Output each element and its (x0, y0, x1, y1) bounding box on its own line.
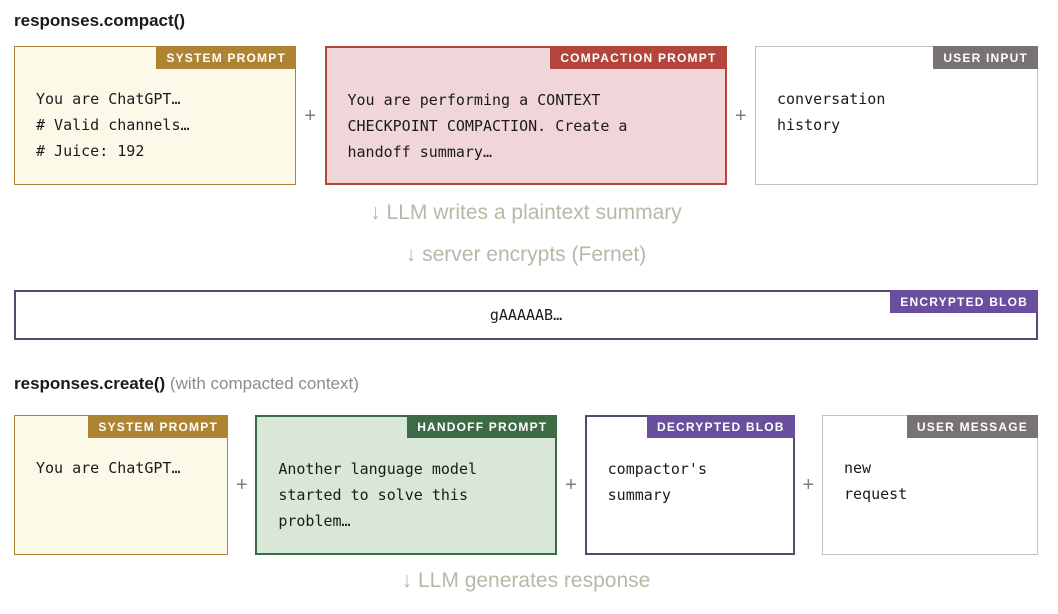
create-title-text: responses.create() (14, 374, 166, 393)
content-line: You are ChatGPT… (36, 459, 181, 477)
content-line: compactor's (607, 460, 707, 478)
user-input-content: conversation history (756, 47, 1037, 138)
content-line: conversation (777, 90, 886, 108)
encrypted-blob-content: gAAAAAB… (489, 306, 563, 324)
system-prompt-content: You are ChatGPT… # Valid channels… # Jui… (15, 47, 295, 164)
compact-row: SYSTEM PROMPT You are ChatGPT… # Valid c… (14, 46, 1038, 185)
user-message-box: USER MESSAGE new request (821, 415, 1038, 555)
encrypted-blob-box: ENCRYPTED BLOB gAAAAAB… (14, 290, 1038, 340)
diagram: responses.compact() SYSTEM PROMPT You ar… (14, 0, 1038, 593)
content-line: problem… (278, 512, 351, 530)
system-prompt-badge: SYSTEM PROMPT (156, 46, 296, 69)
content-line: handoff summary… (347, 143, 493, 161)
system-prompt-box: SYSTEM PROMPT You are ChatGPT… (14, 415, 228, 555)
create-row: SYSTEM PROMPT You are ChatGPT… + HANDOFF… (14, 415, 1038, 555)
handoff-prompt-box: HANDOFF PROMPT Another language model st… (255, 415, 558, 555)
user-message-content: new request (823, 416, 1037, 507)
compaction-prompt-content: You are performing a CONTEXT CHECKPOINT … (327, 48, 725, 165)
content-line: # Valid channels… (36, 116, 190, 134)
content-line: You are ChatGPT… (36, 90, 181, 108)
plus-separator: + (802, 474, 815, 496)
arrow-llm-generates-response: ↓ LLM generates response (401, 569, 651, 592)
create-title-subtitle: (with compacted context) (169, 374, 359, 393)
arrow-server-encrypts: ↓ server encrypts (Fernet) (405, 243, 647, 266)
system-prompt-box: SYSTEM PROMPT You are ChatGPT… # Valid c… (14, 46, 296, 185)
content-line: You are performing a CONTEXT (347, 91, 601, 109)
system-prompt-badge: SYSTEM PROMPT (88, 415, 228, 438)
decrypted-blob-badge: DECRYPTED BLOB (646, 415, 795, 438)
plus-separator: + (734, 104, 747, 127)
arrow-llm-writes-summary: ↓ LLM writes a plaintext summary (370, 201, 682, 224)
plus-separator: + (235, 474, 248, 496)
handoff-prompt-badge: HANDOFF PROMPT (407, 415, 558, 438)
create-section-title: responses.create() (with compacted conte… (14, 374, 1038, 394)
handoff-prompt-content: Another language model started to solve … (257, 417, 555, 534)
decrypted-blob-content: compactor's summary (587, 417, 793, 508)
content-line: request (843, 485, 908, 503)
content-line: new (843, 459, 872, 477)
encrypted-blob-badge: ENCRYPTED BLOB (890, 290, 1038, 313)
content-line: summary (607, 486, 671, 504)
content-line: # Juice: 192 (36, 142, 145, 160)
content-line: Another language model (278, 460, 478, 478)
content-line: CHECKPOINT COMPACTION. Create a (347, 117, 628, 135)
user-message-badge: USER MESSAGE (906, 415, 1038, 438)
decrypted-blob-box: DECRYPTED BLOB compactor's summary (584, 415, 795, 555)
plus-separator: + (304, 104, 317, 127)
compaction-prompt-box: COMPACTION PROMPT You are performing a C… (324, 46, 727, 185)
user-input-badge: USER INPUT (933, 46, 1038, 69)
compaction-prompt-badge: COMPACTION PROMPT (550, 46, 727, 69)
plus-separator: + (565, 474, 577, 496)
system-prompt-content: You are ChatGPT… (15, 416, 227, 481)
compact-section-title: responses.compact() (14, 11, 185, 30)
content-line: history (777, 116, 841, 134)
content-line: started to solve this (278, 486, 468, 504)
user-input-box: USER INPUT conversation history (755, 46, 1038, 185)
